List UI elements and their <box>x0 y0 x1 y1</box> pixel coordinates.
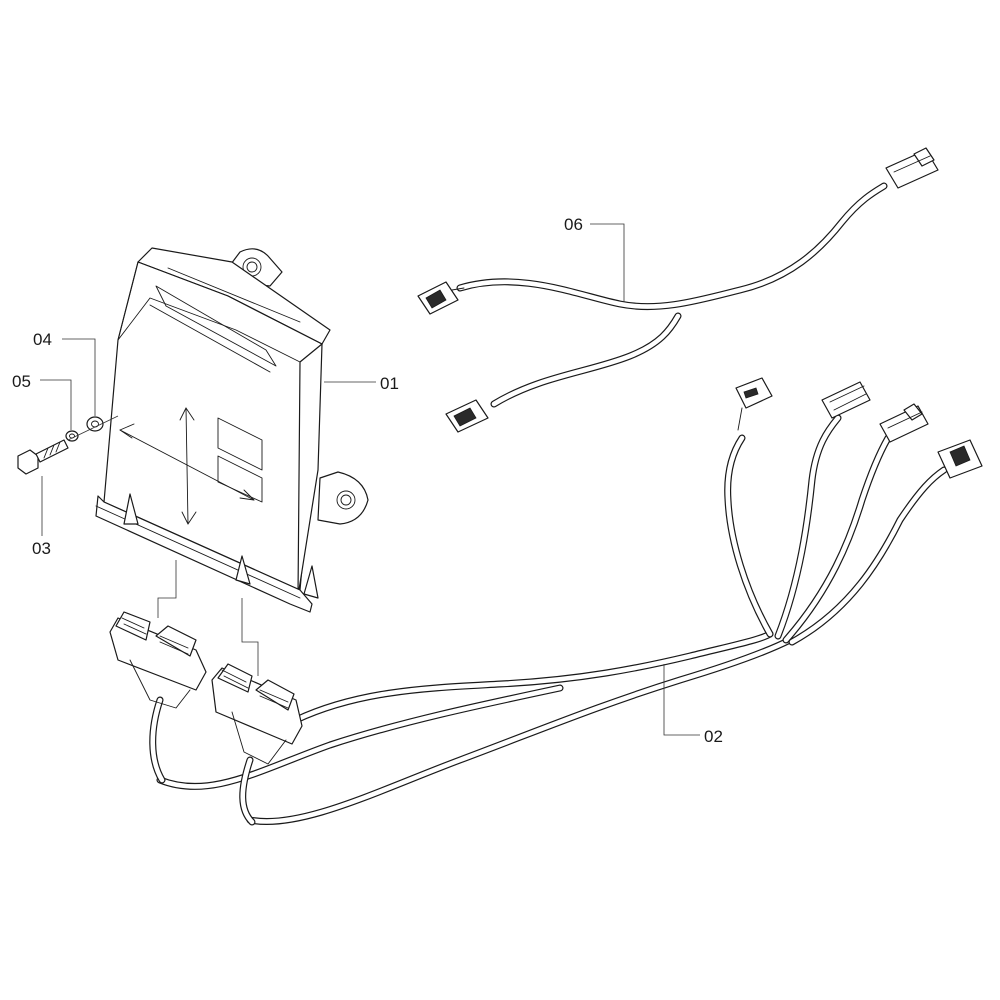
leader-05 <box>40 379 72 430</box>
mating-line-a <box>157 560 177 618</box>
bolt-03 <box>17 439 69 475</box>
ecu-connector-b <box>211 663 303 765</box>
main-harness <box>149 414 948 826</box>
branch-connector-4 <box>937 439 983 479</box>
lock-washer-05 <box>65 430 79 442</box>
branch-connector-2 <box>821 381 871 419</box>
callout-05: 05 <box>12 372 31 391</box>
sub-connector-1 <box>417 281 465 315</box>
branch-connector-3 <box>879 403 929 443</box>
callout-03: 03 <box>32 539 51 558</box>
sub-harness <box>456 182 888 408</box>
ecu-connector-a <box>109 611 207 709</box>
sub-connector-3 <box>885 147 939 189</box>
callout-02: 02 <box>704 727 723 746</box>
leader-04 <box>62 338 96 416</box>
branch-connector-1 <box>735 377 773 431</box>
bolt-axis-line <box>67 415 119 441</box>
leader-02 <box>663 664 700 736</box>
callout-01: 01 <box>380 374 399 393</box>
control-unit <box>95 247 369 613</box>
sub-connector-2 <box>445 399 489 433</box>
callout-06: 06 <box>564 215 583 234</box>
callout-04: 04 <box>33 330 52 349</box>
mating-line-b <box>241 598 259 676</box>
leader-06 <box>590 223 625 302</box>
